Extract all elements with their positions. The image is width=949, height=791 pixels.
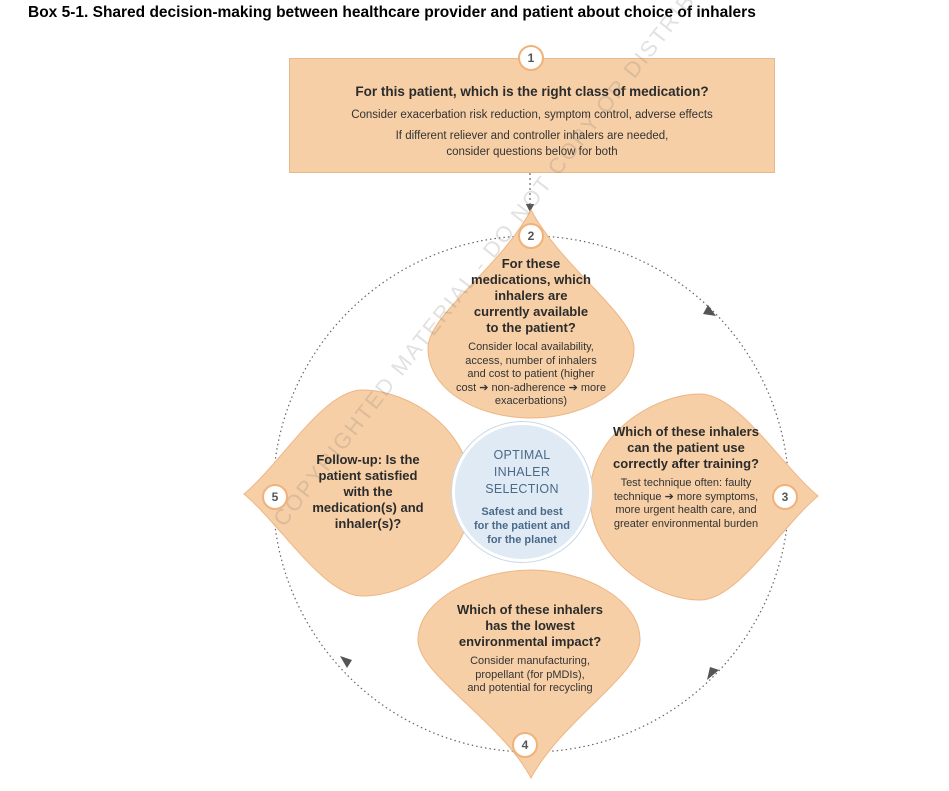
page-title: Box 5-1. Shared decision-making between …	[28, 4, 756, 21]
step3-detail: Test technique often: faulty technique ➔…	[613, 477, 759, 530]
step3-question: Which of these inhalers can the patient …	[613, 424, 759, 471]
step2-detail: Consider local availability, access, num…	[456, 341, 606, 407]
step3-text: Which of these inhalers can the patient …	[608, 424, 764, 531]
step3-number-badge: 3	[772, 484, 798, 510]
center-circle: OPTIMAL INHALER SELECTION Safest and bes…	[452, 422, 592, 562]
petal-step4	[417, 569, 641, 780]
step2-text: For these medications, which inhalers ar…	[456, 256, 606, 409]
center-heading: OPTIMAL INHALER SELECTION	[485, 448, 559, 496]
center-subtext: Safest and best for the patient and for …	[474, 506, 570, 546]
step1-box: For this patient, which is the right cla…	[289, 58, 775, 173]
step4-text: Which of these inhalers has the lowest e…	[448, 602, 612, 696]
cycle-arrow-2-3	[703, 305, 716, 316]
cycle-arrow-4-5	[340, 656, 352, 668]
step1-number-badge: 1	[518, 45, 544, 71]
step1-detail-line2: If different reliever and controller inh…	[395, 130, 669, 158]
step5-question: Follow-up: Is the patient satisfied with…	[312, 452, 424, 531]
step2-question: For these medications, which inhalers ar…	[471, 256, 591, 335]
step4-question: Which of these inhalers has the lowest e…	[457, 602, 603, 649]
step4-number-badge: 4	[512, 732, 538, 758]
step1-question: For this patient, which is the right cla…	[355, 84, 709, 99]
step1-detail-line1: Consider exacerbation risk reduction, sy…	[351, 109, 713, 121]
step2-number-badge: 2	[518, 223, 544, 249]
cycle-arrow-3-4	[707, 667, 719, 680]
step5-number-badge: 5	[262, 484, 288, 510]
petal-step2	[427, 208, 635, 419]
step4-detail: Consider manufacturing, propellant (for …	[467, 655, 593, 694]
step5-text: Follow-up: Is the patient satisfied with…	[306, 452, 430, 532]
